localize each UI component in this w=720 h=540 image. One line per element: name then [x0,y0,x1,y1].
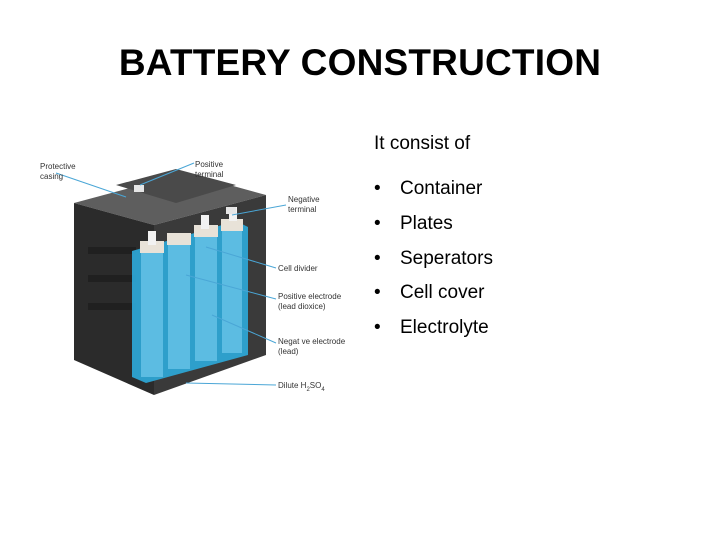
label-positive-terminal: Positive [195,160,224,169]
label-negative-terminal: Negative [288,195,320,204]
battery-cutaway [132,207,248,383]
label-negative-terminal: terminal [288,205,317,214]
intro-text: It consist of [374,133,471,154]
label-negative-electrode: (lead) [278,347,299,356]
label-protective-casing: Protective [40,162,76,171]
list-item-text: Cell cover [400,282,485,304]
label-protective-casing: casing [40,172,63,181]
list-item-text: Container [400,178,483,199]
bullet-icon: • [374,247,381,269]
label-dilute-electrolyte: Dilute H2SO4 [278,381,325,393]
bullet-icon: • [374,282,381,304]
list-item: • Plates [374,211,493,246]
terminal-posts [134,185,236,214]
label-negative-electrode: Negat ve electrode [278,337,346,346]
list-item: • Cell cover [374,280,493,315]
list-item-text: Electrolyte [400,317,489,339]
list-item-text: Plates [400,212,453,234]
leader-lines [55,162,287,386]
battery-diagram: Protective casing Positive terminal Nega… [40,160,346,395]
list-item: • Container [374,176,493,211]
component-list: • Container • Plates • Seperators • Cell cov… [374,176,493,350]
list-item: • Electrolyte [374,315,493,350]
bullet-icon: • [374,317,381,339]
slide-title: BATTERY CONSTRUCTION [118,42,602,83]
bullet-icon: • [374,212,381,234]
label-cell-divider: Cell divider [278,264,318,273]
label-positive-electrode: Positive electrode [278,292,342,301]
label-positive-electrode: (lead dioxice) [278,302,326,311]
list-item: • Seperators [374,246,493,281]
bullet-icon: • [374,178,381,199]
label-positive-terminal: terminal [195,170,224,179]
list-item-text: Seperators [400,247,493,269]
